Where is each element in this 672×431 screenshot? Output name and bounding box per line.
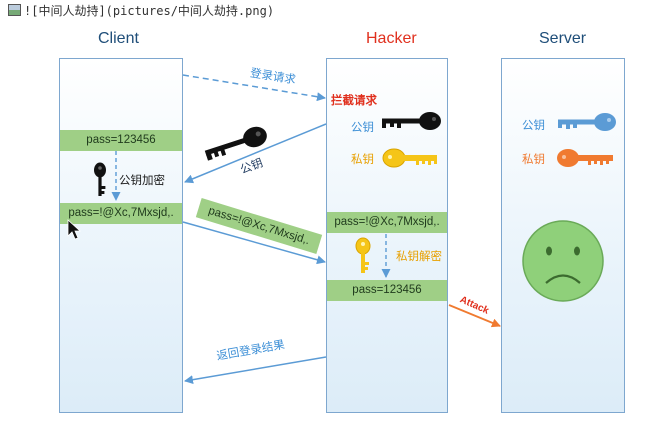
- intercept-request-label: 拦截请求: [331, 93, 377, 107]
- hacker-decrypt-label: 私钥解密: [396, 249, 442, 263]
- cipher-pass-arrow: [182, 221, 326, 265]
- client-cipher-pass: pass=!@Xc,7Mxsjd,.: [60, 203, 182, 224]
- hacker-public-key-icon: [382, 112, 441, 130]
- server-public-key-icon: [558, 113, 616, 131]
- black-key-icon: [204, 126, 267, 161]
- server-public-key-label: 公钥: [522, 118, 545, 132]
- hacker-title: Hacker: [366, 30, 417, 47]
- client-black-key-icon: [94, 162, 106, 196]
- hacker-cipher-pass: pass=!@Xc,7Mxsjd,.: [327, 212, 447, 233]
- hacker-yellow-key-icon: [355, 237, 371, 273]
- server-private-key-icon: [557, 149, 613, 167]
- attack-arrow: [448, 304, 501, 328]
- client-title: Client: [98, 30, 139, 47]
- hacker-public-key-label: 公钥: [351, 120, 374, 134]
- return-result-arrow: [184, 356, 327, 385]
- sad-face-icon: [522, 220, 604, 302]
- server-private-key-label: 私钥: [522, 152, 545, 166]
- server-title: Server: [539, 30, 587, 47]
- mouse-cursor-icon: [67, 219, 82, 240]
- markdown-image-line: ![中间人劫持](pictures/中间人劫持.png): [8, 2, 274, 19]
- markdown-image-text: ![中间人劫持](pictures/中间人劫持.png): [24, 4, 275, 18]
- image-icon: [8, 4, 21, 16]
- hacker-plain-pass: pass=123456: [327, 280, 447, 301]
- client-plain-pass: pass=123456: [60, 130, 182, 151]
- hacker-private-key-icon: [382, 148, 437, 168]
- hacker-private-key-label: 私钥: [351, 152, 374, 166]
- client-column: [59, 58, 183, 413]
- login-request-arrow: [182, 74, 326, 102]
- public-key-arrow: [184, 123, 327, 184]
- client-encrypt-label: 公钥加密: [119, 173, 165, 187]
